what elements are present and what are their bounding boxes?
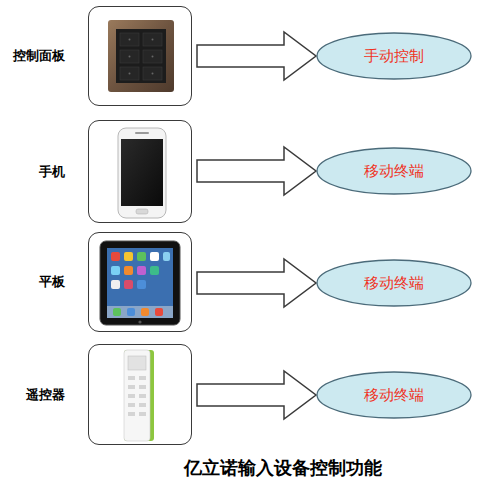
remote-picture-part <box>139 385 146 389</box>
block-arrow <box>197 259 316 307</box>
control-panel-picture-part <box>116 29 166 83</box>
control-panel-picture-part <box>152 56 154 58</box>
control-panel-picture-part <box>143 67 162 80</box>
phone-picture-part <box>136 209 148 214</box>
phone-picture-part <box>135 132 149 134</box>
device-box: 遥控器 <box>88 344 192 445</box>
control-panel-picture-part <box>143 50 162 63</box>
phone-picture-part <box>118 128 166 218</box>
tablet-icons-part <box>111 280 120 289</box>
tablet-icons-part <box>107 306 173 318</box>
ellipse-shape <box>317 148 471 194</box>
control-panel-picture-part <box>120 50 139 63</box>
tablet-icons-part <box>155 308 163 316</box>
tablet-icons-part <box>111 252 120 261</box>
tablet-icons-part <box>137 252 146 261</box>
ellipse-shape <box>317 260 471 306</box>
ellipse-shape <box>317 372 471 418</box>
tablet-icons-part <box>150 252 159 261</box>
control-panel-picture-part <box>143 33 162 46</box>
tablet-icons-part <box>124 280 133 289</box>
remote-picture-part <box>128 376 135 380</box>
remote-picture-part <box>128 394 135 398</box>
device-label: 遥控器 <box>26 386 65 404</box>
ellipse-shape <box>317 33 471 79</box>
control-panel-picture-part <box>120 33 139 46</box>
tablet-icons-part <box>137 280 146 289</box>
figure-caption: 亿立诺输入设备控制功能 <box>90 456 476 480</box>
remote-picture-part <box>139 412 146 416</box>
phone-picture-part <box>121 139 163 206</box>
tablet-icons-part <box>163 252 170 261</box>
remote-picture-part <box>128 412 135 416</box>
remote-picture-part <box>139 376 146 380</box>
function-ellipse: 移动终端 <box>316 371 472 419</box>
tablet-icons <box>107 252 173 318</box>
block-arrow <box>197 32 316 80</box>
function-ellipse: 移动终端 <box>316 147 472 195</box>
function-ellipse: 移动终端 <box>316 259 472 307</box>
tablet-icons-part <box>127 308 135 316</box>
tablet-icons-part <box>150 266 159 275</box>
tablet-icons-part <box>124 266 133 275</box>
function-label: 手动控制 <box>362 47 426 66</box>
control-panel-picture-part <box>129 73 131 75</box>
control-panel-picture-part <box>152 39 154 41</box>
tablet-picture-part <box>107 248 173 318</box>
tablet-picture <box>100 241 180 325</box>
control-panel-picture-part <box>108 20 174 92</box>
remote-picture-part <box>139 394 146 398</box>
tablet-icons-part <box>111 266 120 275</box>
device-box: 平板 <box>88 232 192 332</box>
block-arrow <box>197 371 316 419</box>
control-panel-picture-part <box>152 73 154 75</box>
device-label: 控制面板 <box>13 47 65 65</box>
remote-picture-part <box>139 403 146 407</box>
remote-picture-part <box>128 403 135 407</box>
remote-picture-part <box>128 385 135 389</box>
device-label: 平板 <box>39 273 65 291</box>
tablet-icons-part <box>141 308 149 316</box>
block-arrow <box>197 147 316 195</box>
tablet-picture-part <box>138 320 141 323</box>
tablet-picture-part <box>100 241 180 325</box>
remote-picture-part <box>124 350 154 441</box>
function-label: 移动终端 <box>362 274 426 293</box>
device-label: 手机 <box>39 163 65 181</box>
remote-picture-part <box>124 350 150 441</box>
tablet-icons-part <box>137 266 146 275</box>
remote-picture-part <box>128 356 146 370</box>
phone-picture <box>118 128 166 218</box>
control-panel-picture-part <box>120 67 139 80</box>
function-ellipse: 手动控制 <box>316 32 472 80</box>
tablet-icons-part <box>124 252 133 261</box>
tablet-icons-part <box>113 308 121 316</box>
control-panel-picture-part <box>129 39 131 41</box>
control-panel-picture-part <box>129 56 131 58</box>
remote-picture <box>124 350 154 441</box>
device-box: 控制面板 <box>88 6 192 106</box>
function-label: 移动终端 <box>362 162 426 181</box>
device-box: 手机 <box>88 120 192 223</box>
function-label: 移动终端 <box>362 386 426 405</box>
control-panel-picture <box>108 20 174 92</box>
